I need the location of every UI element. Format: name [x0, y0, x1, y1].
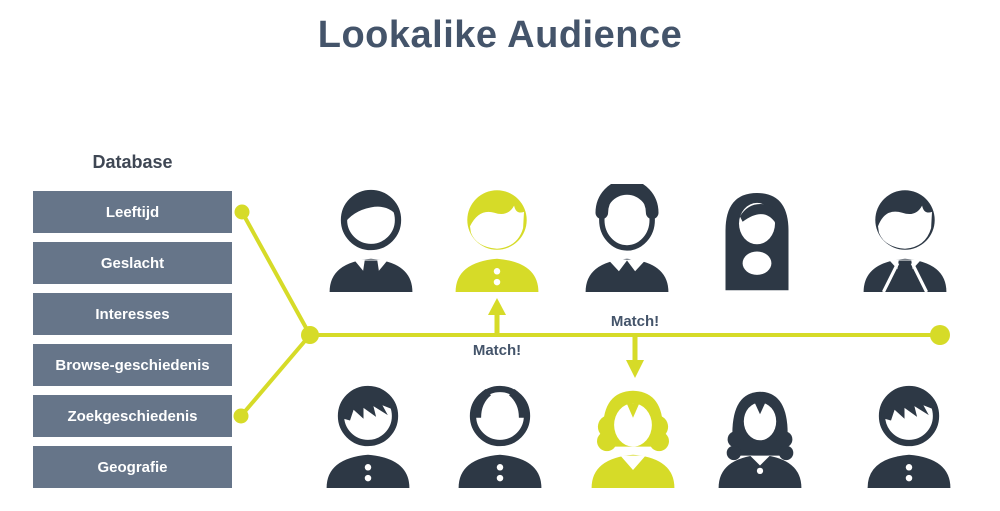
db-field-zoekgeschiedenis: Zoekgeschiedenis — [33, 395, 232, 437]
avatar-top-2 — [452, 184, 542, 292]
woman-braids-icon — [718, 391, 802, 488]
person-spiky-hair-icon — [867, 385, 951, 488]
db-field-geslacht: Geslacht — [33, 242, 232, 284]
avatar-top-4 — [712, 184, 802, 292]
avatar-bottom-2 — [455, 380, 545, 488]
db-field-geografie: Geografie — [33, 446, 232, 488]
avatar-bottom-1 — [323, 380, 413, 488]
db-field-interesses: Interesses — [33, 293, 232, 335]
avatar-top-3 — [582, 184, 672, 292]
connector-junction-dot — [301, 326, 319, 344]
man-suit-tie-icon — [329, 189, 413, 292]
db-field-browse-geschiedenis: Browse-geschiedenis — [33, 344, 232, 386]
connector-dot — [234, 204, 250, 220]
connector-dot — [233, 408, 249, 424]
match-arrow-up-head-icon — [488, 298, 506, 315]
person-spiky-hair-icon — [326, 385, 410, 488]
database-label: Database — [92, 152, 173, 172]
page-title: Lookalike Audience — [317, 14, 683, 56]
businessman-icon — [863, 190, 947, 292]
avatar-bottom-4 — [715, 380, 805, 488]
woman-matched-icon — [591, 390, 675, 488]
person-matched-icon — [455, 190, 539, 292]
avatar-top-1 — [326, 184, 416, 292]
connector-end-dot — [930, 325, 950, 345]
avatar-top-5 — [860, 184, 950, 292]
match-label-bottom: Match! — [610, 313, 660, 330]
avatar-bottom-3 — [588, 380, 678, 488]
woman-long-hair-icon — [725, 193, 789, 291]
person-bald-icon — [458, 385, 542, 488]
db-field-leeftijd: Leeftijd — [33, 191, 232, 233]
avatar-bottom-5 — [864, 380, 954, 488]
match-label-top: Match! — [472, 342, 522, 359]
man-collar-icon — [585, 184, 669, 292]
match-arrow-down-head-icon — [626, 360, 644, 378]
